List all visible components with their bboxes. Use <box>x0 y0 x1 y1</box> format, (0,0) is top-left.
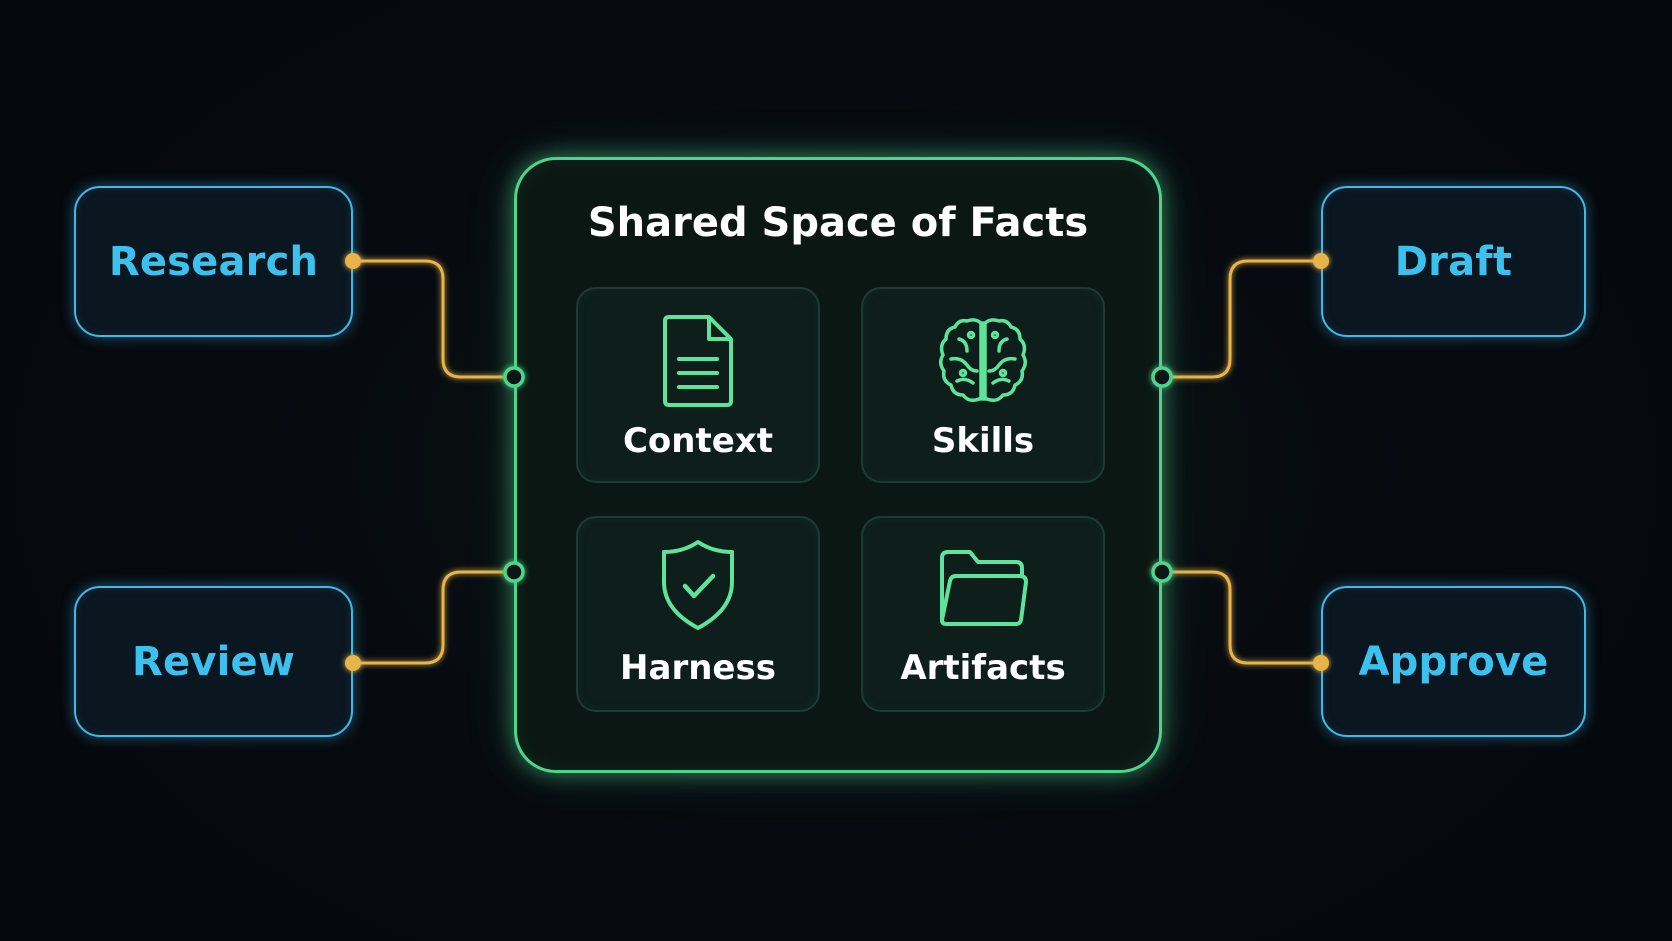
connector-approve <box>1162 570 1321 665</box>
node-approve[interactable]: Approve <box>1321 586 1586 737</box>
node-approve-label: Approve <box>1358 638 1549 685</box>
document-icon <box>659 313 737 413</box>
tile-skills[interactable]: Skills <box>861 287 1105 483</box>
connector-review <box>353 570 514 665</box>
brain-icon <box>935 315 1031 411</box>
tile-context[interactable]: Context <box>576 287 820 483</box>
hub-title: Shared Space of Facts <box>587 200 1089 246</box>
tile-artifacts-label: Artifacts <box>900 648 1066 688</box>
tile-harness-label: Harness <box>620 648 776 688</box>
tile-artifacts[interactable]: Artifacts <box>861 516 1105 712</box>
node-draft[interactable]: Draft <box>1321 186 1586 337</box>
shared-facts-hub: Shared Space of Facts Context <box>514 157 1162 773</box>
connector-research <box>353 259 514 379</box>
connector-draft <box>1162 259 1321 379</box>
tile-harness[interactable]: Harness <box>576 516 820 712</box>
node-research-label: Research <box>108 238 319 285</box>
node-draft-label: Draft <box>1394 238 1513 285</box>
shield-check-icon <box>658 538 738 636</box>
tile-skills-label: Skills <box>931 421 1035 461</box>
tile-context-label: Context <box>622 421 773 461</box>
node-review[interactable]: Review <box>74 586 353 737</box>
node-review-label: Review <box>132 638 295 685</box>
node-research[interactable]: Research <box>74 186 353 337</box>
folder-icon <box>936 546 1030 632</box>
